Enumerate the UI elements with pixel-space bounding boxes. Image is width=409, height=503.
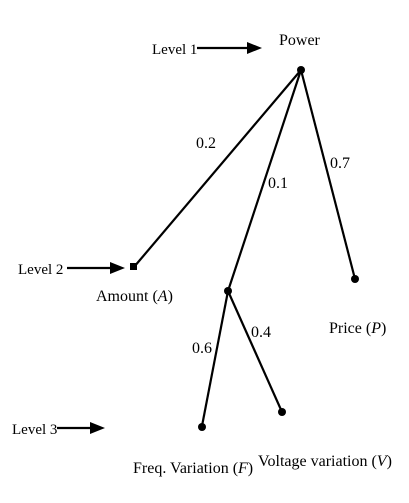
weight-voltage: 0.4 [251, 324, 271, 341]
level-2-label: Level 2 [18, 262, 63, 278]
price-label-symbol: P [370, 320, 381, 337]
level-3-label: Level 3 [12, 422, 57, 438]
freq-label-name: Freq. Variation ( [133, 460, 238, 477]
level-1-arrow [197, 42, 262, 54]
price-label-name: Price ( [329, 320, 371, 337]
level-3-arrow [57, 422, 105, 434]
node-middle [224, 287, 232, 295]
amount-label-close: ) [168, 288, 173, 305]
freq-label-symbol: F [237, 460, 248, 477]
price-label-close: ) [381, 320, 386, 337]
freq-label-close: ) [248, 460, 253, 477]
node-voltage [278, 408, 286, 416]
edge-middle-voltage [226, 290, 284, 413]
edge-power-amount [133, 69, 302, 268]
power-label: Power [279, 32, 321, 49]
price-label: Price (P) [329, 320, 386, 337]
edge-power-middle [226, 69, 303, 292]
weight-freq: 0.6 [192, 340, 212, 357]
voltage-label: Voltage variation (V) [258, 453, 392, 470]
voltage-label-symbol: V [377, 453, 389, 470]
node-power [297, 66, 305, 74]
weight-middle: 0.1 [268, 175, 288, 192]
amount-label-symbol: A [157, 288, 168, 305]
voltage-label-name: Voltage variation ( [258, 453, 377, 470]
node-price [351, 275, 359, 283]
edge-middle-freq [200, 290, 230, 427]
amount-label-name: Amount ( [96, 288, 158, 305]
level-1-label: Level 1 [152, 42, 197, 58]
node-amount [130, 263, 137, 270]
edge-power-price [299, 69, 357, 280]
amount-label: Amount (A) [96, 288, 173, 305]
weight-price: 0.7 [330, 155, 350, 172]
weight-amount: 0.2 [196, 135, 216, 152]
node-freq [198, 423, 206, 431]
voltage-label-close: ) [387, 453, 392, 470]
freq-label: Freq. Variation (F) [133, 460, 253, 477]
level-2-arrow [67, 262, 125, 274]
